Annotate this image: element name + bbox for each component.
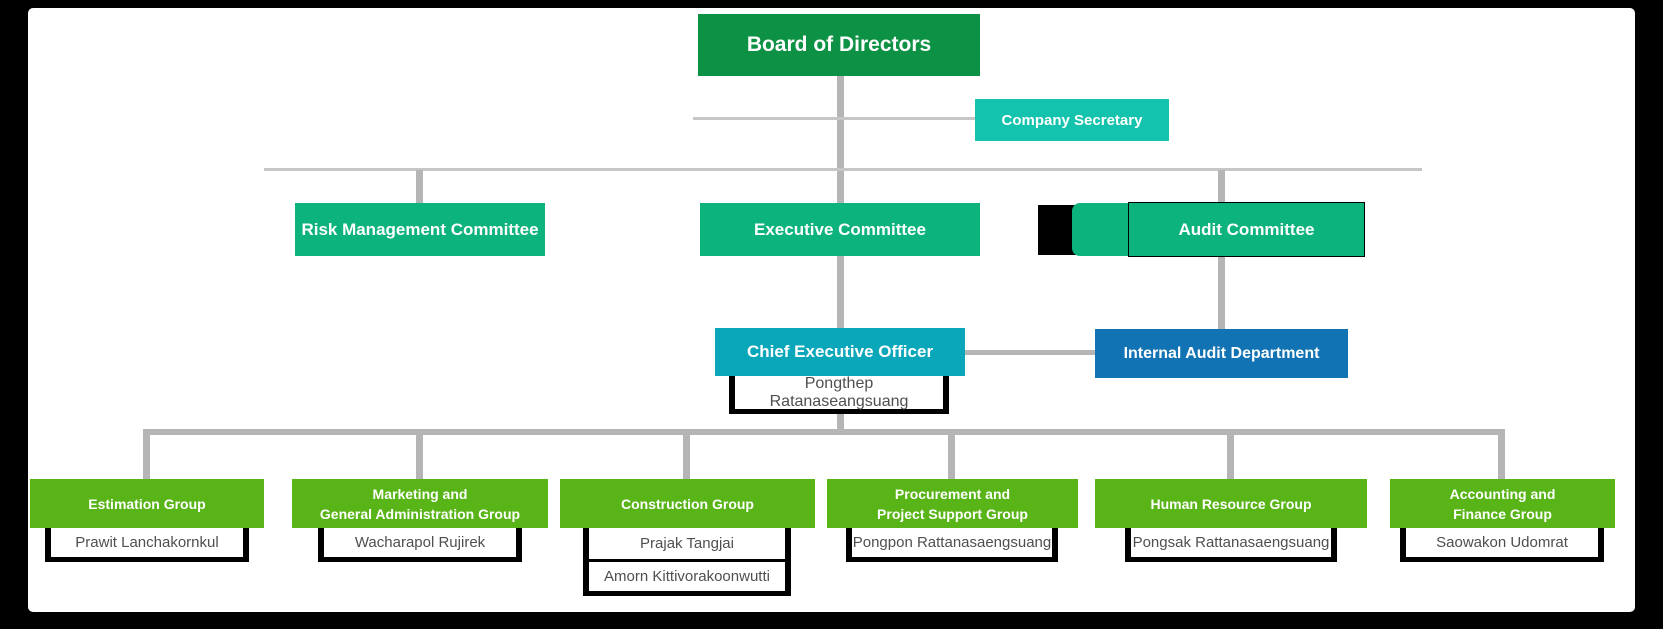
- ceo-name: Pongthep Ratanaseangsuang: [769, 374, 909, 410]
- group-label-line2: Project Support Group: [877, 505, 1028, 522]
- manager-name-box-construction-1: Prajak Tangjai: [583, 528, 791, 562]
- group-node-procurement-project-support: Procurement and Project Support Group: [827, 479, 1078, 528]
- ceo-name-box: Pongthep Ratanaseangsuang: [729, 374, 949, 414]
- company-secretary-label: Company Secretary: [1001, 111, 1143, 129]
- manager-name: Amorn Kittivorakoonwutti: [604, 568, 770, 585]
- connector-procurement-drop: [948, 433, 955, 479]
- group-label: Procurement and: [894, 485, 1011, 502]
- connector-marketing-drop: [416, 433, 423, 479]
- manager-name-box-estimation: Prawit Lanchakornkul: [45, 528, 249, 562]
- manager-name: Prawit Lanchakornkul: [75, 534, 219, 551]
- manager-name: Wacharapol Rujirek: [354, 534, 486, 551]
- audit-committee-black-artifact: [1038, 205, 1077, 255]
- internal-audit-department-label: Internal Audit Department: [1123, 344, 1320, 362]
- connector-accounting-drop: [1498, 433, 1505, 479]
- manager-name-box-accounting: Saowakon Udomrat: [1400, 528, 1604, 562]
- chief-executive-officer-label: Chief Executive Officer: [746, 342, 934, 361]
- group-label-line2: Finance Group: [1453, 505, 1552, 522]
- group-label: Marketing and: [372, 485, 468, 502]
- group-label: Estimation Group: [88, 495, 206, 512]
- connector-company-secretary: [693, 117, 975, 120]
- connector-audit-to-internal-audit: [1218, 257, 1225, 329]
- manager-name-box-construction-2: Amorn Kittivorakoonwutti: [583, 562, 791, 596]
- manager-name: Pongsak Rattanasaengsuang: [1132, 534, 1330, 551]
- manager-name: Saowakon Udomrat: [1436, 534, 1568, 551]
- group-node-marketing-general-administration: Marketing and General Administration Gro…: [292, 479, 548, 528]
- connector-construction-drop: [683, 433, 690, 479]
- executive-committee-node: Executive Committee: [700, 203, 980, 256]
- risk-management-committee-node: Risk Management Committee: [295, 203, 545, 256]
- audit-committee-label: Audit Committee: [1178, 219, 1315, 239]
- group-label-line2: General Administration Group: [319, 505, 521, 522]
- manager-name: Prajak Tangjai: [640, 535, 734, 552]
- manager-name-box-marketing: Wacharapol Rujirek: [318, 528, 522, 562]
- internal-audit-department-node: Internal Audit Department: [1095, 329, 1348, 378]
- connector-hr-drop: [1227, 433, 1234, 479]
- audit-committee-node: Audit Committee: [1128, 202, 1365, 257]
- connector-estimation-drop: [143, 433, 150, 479]
- manager-name-box-human-resource: Pongsak Rattanasaengsuang: [1125, 528, 1337, 562]
- executive-committee-label: Executive Committee: [754, 219, 926, 239]
- board-of-directors-label: Board of Directors: [746, 33, 932, 56]
- manager-name: Pongpon Rattanasaengsuang: [852, 534, 1052, 551]
- risk-management-committee-label: Risk Management Committee: [301, 219, 539, 239]
- connector-ceo-to-internal-audit: [965, 350, 1095, 355]
- group-label: Accounting and: [1449, 485, 1556, 502]
- group-node-construction: Construction Group: [560, 479, 815, 528]
- group-node-human-resource: Human Resource Group: [1095, 479, 1367, 528]
- connector-risk-drop: [416, 170, 423, 203]
- manager-name-box-procurement: Pongpon Rattanasaengsuang: [846, 528, 1058, 562]
- board-of-directors-node: Board of Directors: [698, 14, 980, 76]
- connector-ceo-to-groups: [837, 414, 844, 430]
- chief-executive-officer-node: Chief Executive Officer: [715, 328, 965, 376]
- connector-group-distributor: [143, 429, 1505, 435]
- group-node-estimation: Estimation Group: [30, 479, 264, 528]
- group-node-accounting-finance: Accounting and Finance Group: [1390, 479, 1615, 528]
- connector-audit-drop: [1218, 170, 1225, 203]
- connector-board-to-committees: [837, 76, 844, 203]
- connector-committee-row: [264, 168, 1422, 171]
- connector-exec-to-ceo: [837, 256, 844, 328]
- group-label: Construction Group: [621, 495, 754, 512]
- group-label: Human Resource Group: [1150, 495, 1312, 512]
- audit-committee-tab-artifact: [1072, 203, 1138, 256]
- company-secretary-node: Company Secretary: [975, 99, 1169, 141]
